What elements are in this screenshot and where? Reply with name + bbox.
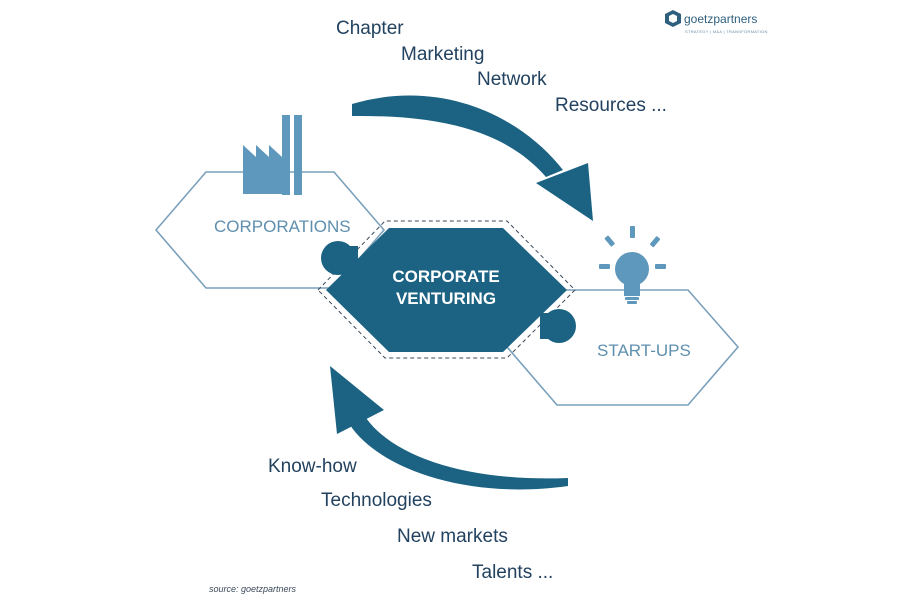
bottom-list-item-4: Talents ... [472, 562, 553, 583]
center-dashed-outline [317, 220, 576, 359]
top-list-item-2: Marketing [401, 44, 484, 65]
corporations-label: CORPORATIONS [214, 217, 351, 236]
brand-logo: goetzpartners STRATEGY | M&A | TRANSFORM… [665, 10, 768, 34]
top-arrow [352, 95, 593, 221]
startups-label: START-UPS [597, 341, 691, 360]
top-list-item-3: Network [477, 69, 547, 90]
center-label-line1: CORPORATE [392, 267, 499, 286]
top-list-item-1: Chapter [336, 18, 404, 39]
bottom-list-item-3: New markets [397, 526, 508, 547]
bottom-list-item-1: Know-how [268, 456, 357, 477]
lightbulb-icon [599, 226, 666, 304]
goetzpartners-logo-icon [665, 10, 681, 27]
center-puzzle-piece [321, 228, 576, 352]
source-note: source: goetzpartners [209, 584, 297, 594]
bottom-list-item-2: Technologies [321, 490, 432, 511]
factory-icon [243, 115, 302, 195]
center-label-line2: VENTURING [396, 289, 496, 308]
top-list-item-4: Resources ... [555, 95, 667, 116]
brand-name: goetzpartners [684, 12, 757, 26]
brand-tagline: STRATEGY | M&A | TRANSFORMATION [685, 29, 768, 34]
bottom-arrow [330, 366, 568, 490]
